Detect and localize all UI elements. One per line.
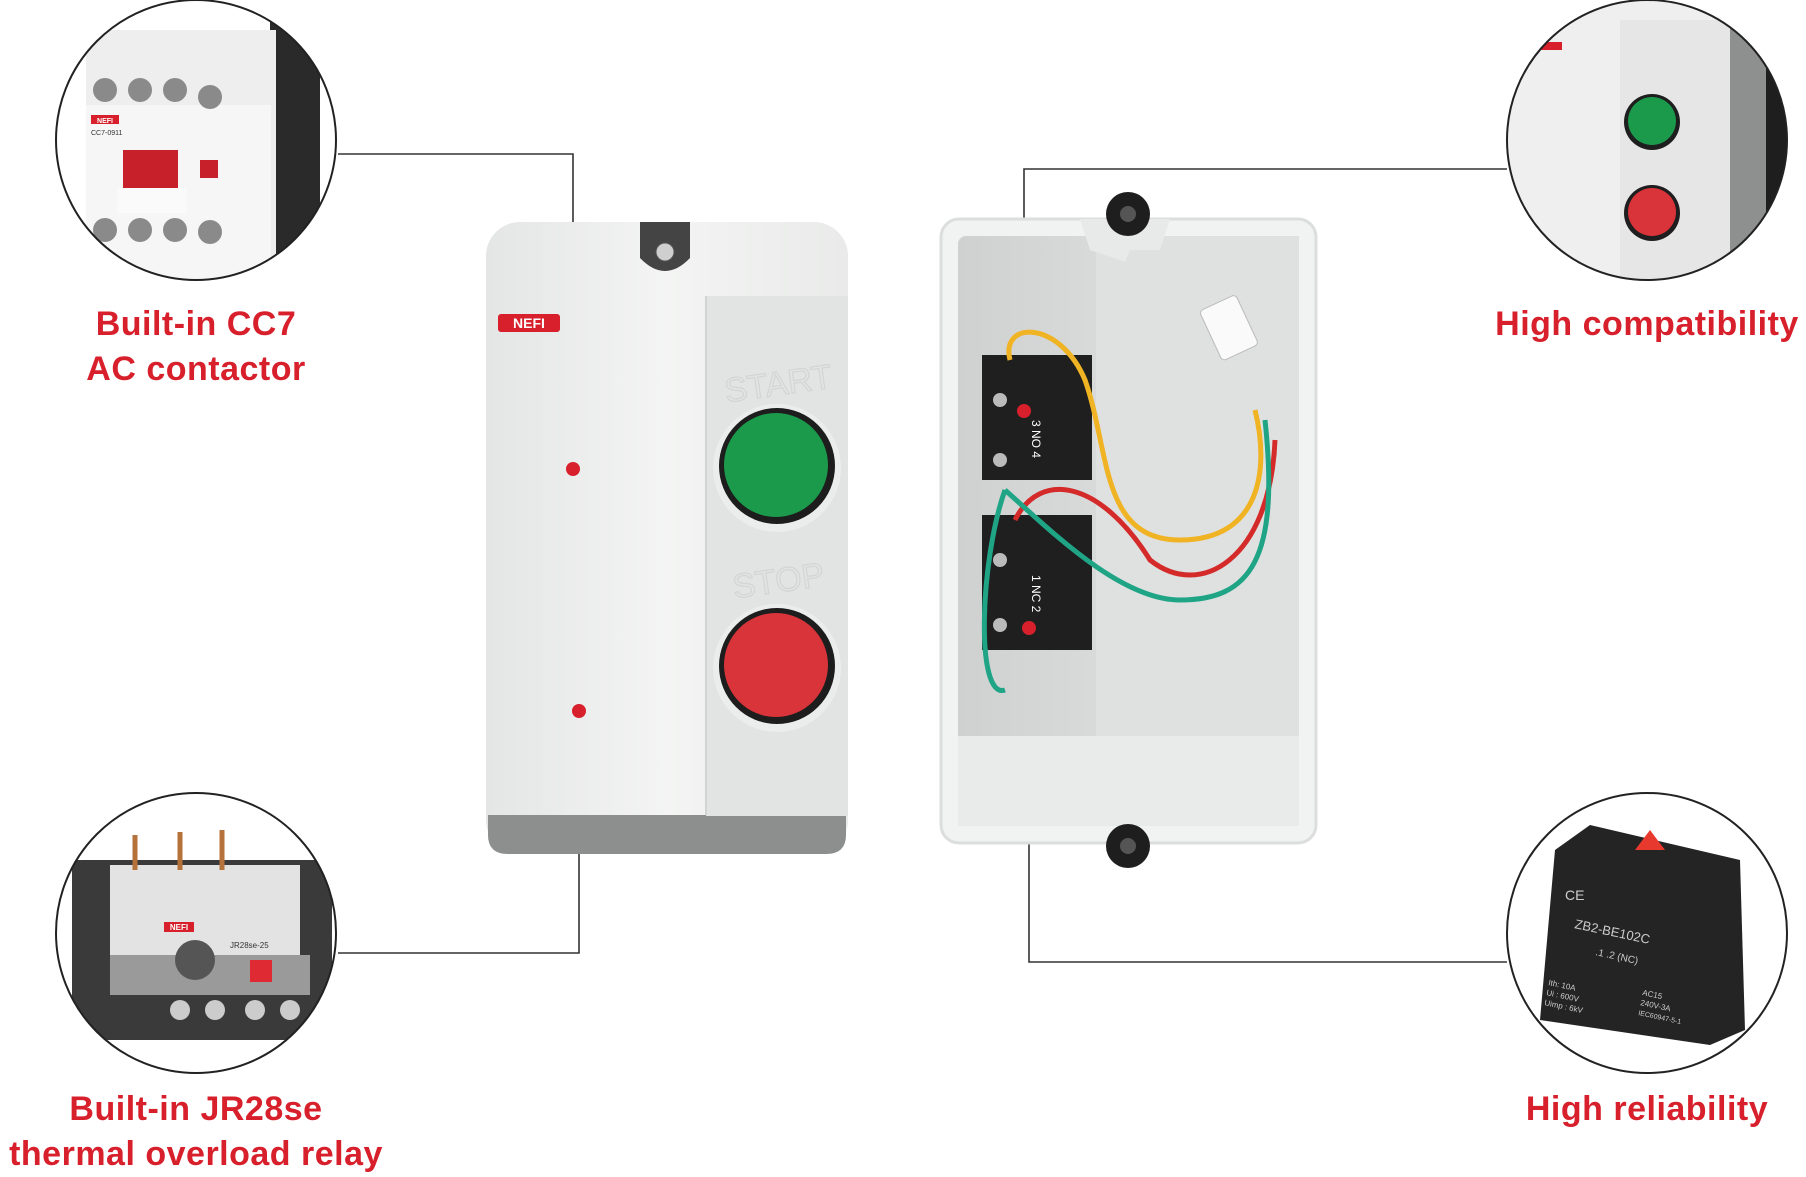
callout-line-2: thermal overload relay: [9, 1135, 383, 1173]
callout-line-1: High compatibility: [1495, 305, 1799, 343]
svg-text:3 NO 4: 3 NO 4: [1029, 420, 1043, 458]
stop-button: [724, 613, 828, 717]
svg-text:CC7-0911: CC7-0911: [91, 130, 122, 137]
compatibility-frame: [1506, 0, 1788, 281]
start-button: [724, 413, 828, 517]
svg-text:1 NC 2: 1 NC 2: [1029, 575, 1043, 613]
callout-line-1: High reliability: [1525, 1090, 1769, 1128]
marker-dot: [1022, 621, 1036, 635]
svg-text:AC15: AC15: [1642, 988, 1664, 1001]
reliability-frame: [1506, 792, 1788, 1074]
svg-text:NEFI: NEFI: [170, 923, 188, 932]
svg-text:NEFI: NEFI: [97, 118, 113, 125]
callout-reliability: High reliability: [1526, 1087, 1768, 1132]
marker-dot: [566, 462, 580, 476]
contact-block-image: CE ZB2-BE102C .1 .2 (NC) Ith: 10A Ui : 6…: [1507, 793, 1787, 1073]
thermal-relay-image: NEFI JR28se-25: [56, 793, 336, 1073]
callout-line-1: Built-in CC7: [95, 305, 297, 343]
contactor-image: NEFI CC7-0911: [56, 0, 336, 280]
open-enclosure: 3 NO 4 1 NC 2: [939, 192, 1318, 868]
closed-enclosure: NEFI START STOP: [486, 222, 848, 854]
contactor-frame: [55, 0, 337, 281]
svg-text:NEFI: NEFI: [513, 315, 545, 331]
nefi-logo: [498, 314, 560, 332]
callout-contactor: Built-in CC7 AC contactor: [86, 302, 305, 392]
callout-compatibility: High compatibility: [1495, 302, 1799, 347]
svg-text:CE: CE: [1565, 887, 1584, 903]
svg-text:JR28se-25: JR28se-25: [230, 941, 269, 950]
button-panel-image: [1507, 0, 1787, 280]
marker-dot: [572, 704, 586, 718]
relay-frame: [55, 792, 337, 1074]
marker-dot: [1017, 404, 1031, 418]
callout-line-1: Built-in JR28se: [69, 1090, 323, 1128]
callout-line-2: AC contactor: [86, 350, 306, 388]
callout-thermal-relay: Built-in JR28se thermal overload relay: [9, 1087, 383, 1177]
